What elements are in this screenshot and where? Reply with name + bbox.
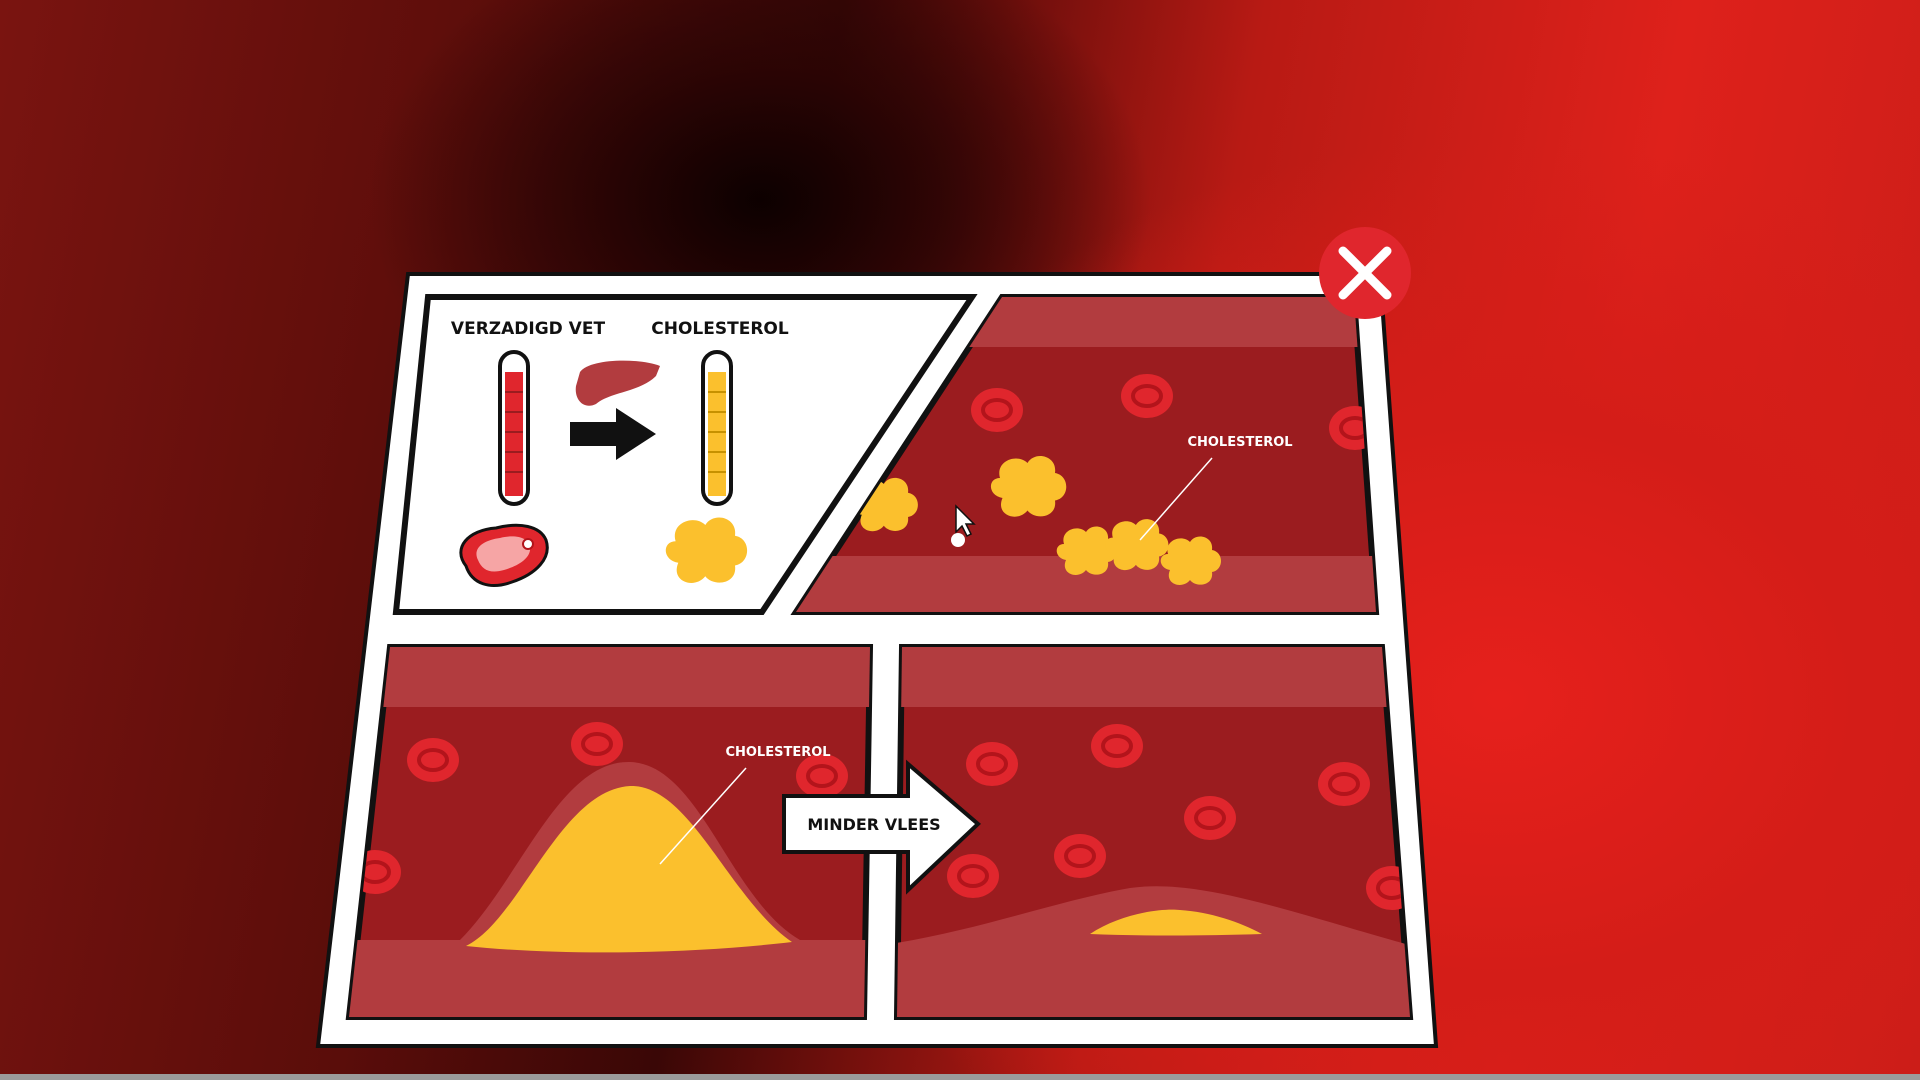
panel-saturated-fat: VERZADIGD VET CHOLESTEROL [392, 294, 978, 615]
close-button[interactable] [1319, 227, 1411, 319]
red-blood-cell [794, 752, 850, 800]
panel-large-plaque: CHOLESTEROL [345, 644, 874, 1020]
red-blood-cell [964, 740, 1020, 788]
thermometer-yellow-icon [701, 350, 733, 506]
panel-vessel-blobs: CHOLESTEROL [790, 294, 1380, 615]
close-icon [1338, 246, 1392, 300]
thermometer-red-icon [498, 350, 530, 506]
steak-icon [459, 523, 549, 587]
red-blood-cell [1089, 722, 1145, 770]
minder-vlees-arrow: MINDER VLEES [782, 759, 981, 895]
label-minder-vlees: MINDER VLEES [807, 815, 940, 834]
mouse-cursor-icon [951, 504, 976, 547]
label-cholesterol-vessel: CHOLESTEROL [1187, 435, 1292, 450]
panel-small-plaque [893, 644, 1414, 1020]
red-blood-cell [1316, 760, 1372, 808]
bottom-strip [0, 1074, 1920, 1080]
red-blood-cell [405, 736, 461, 784]
liver-icon [575, 360, 660, 406]
label-cholesterol-top: CHOLESTEROL [651, 319, 789, 339]
arrow-right-icon [570, 408, 656, 460]
red-blood-cell [1119, 372, 1175, 420]
red-blood-cell [569, 720, 625, 768]
red-blood-cell [945, 852, 1001, 900]
red-blood-cell [1182, 794, 1238, 842]
red-blood-cell [1052, 832, 1108, 880]
cholesterol-plaque [466, 785, 792, 953]
red-blood-cell [969, 386, 1025, 434]
label-saturated-fat: VERZADIGD VET [451, 319, 606, 339]
cholesterol-plaque-small [1090, 909, 1262, 936]
label-cholesterol-plaque: CHOLESTEROL [725, 745, 830, 760]
